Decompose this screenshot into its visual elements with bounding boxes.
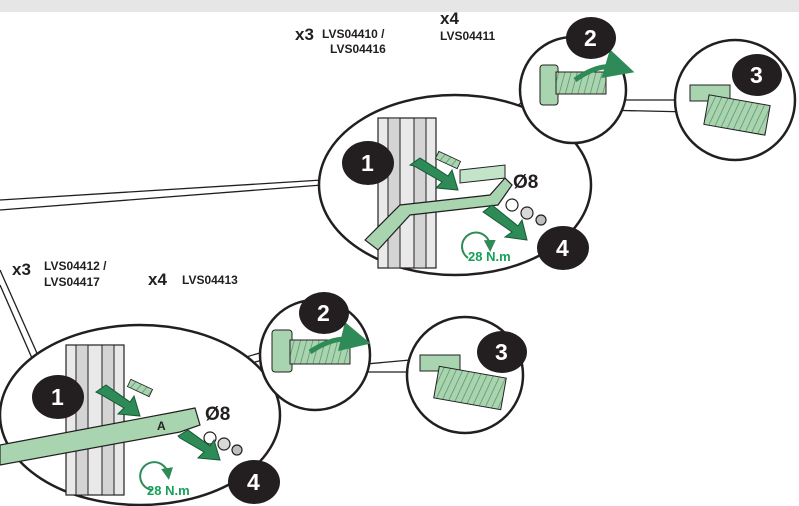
bar-marker-label: A <box>157 419 166 433</box>
bottom-insert-arrows <box>95 384 221 461</box>
bottom-part-a-line2: LVS04417 <box>44 275 100 289</box>
bottom-torque-label: 28 N.m <box>147 483 190 498</box>
top-detail-step2 <box>518 35 635 145</box>
top-step-4-number: 4 <box>556 235 569 261</box>
top-detail-step3 <box>673 38 797 162</box>
top-insert-arrows <box>408 157 528 241</box>
top-diameter-label: Ø8 <box>513 172 538 193</box>
top-qty-b: x4 <box>440 9 459 28</box>
bottom-step-2-number: 2 <box>317 300 330 326</box>
bottom-detail-step2 <box>258 298 372 412</box>
top-torque-rotation-arrow <box>461 231 496 259</box>
top-part-a-line2: LVS04416 <box>330 42 386 56</box>
top-part-b: LVS04411 <box>440 29 495 43</box>
bottom-step-badge-4 <box>228 460 280 504</box>
bottom-torque-rotation-arrow <box>139 461 173 491</box>
bottom-step-badge-3 <box>477 331 527 373</box>
step-badges <box>32 17 782 504</box>
bottom-step-badge-2 <box>299 292 349 334</box>
top-part-a-line1: LVS04410 / <box>322 27 385 41</box>
top-step-2-number: 2 <box>584 25 597 51</box>
top-step-badge-2 <box>566 17 616 59</box>
bottom-diameter-label: Ø8 <box>205 404 230 425</box>
bottom-part-b: LVS04413 <box>182 273 238 287</box>
top-step-3-number: 3 <box>750 62 763 88</box>
bottom-step-1-number: 1 <box>51 384 64 410</box>
top-step-badge-3 <box>732 54 782 96</box>
bottom-step-badge-1 <box>32 375 84 419</box>
top-step-badge-1 <box>342 141 394 185</box>
bottom-qty-b: x4 <box>148 270 167 289</box>
bottom-qty-a: x3 <box>12 260 31 279</box>
bottom-part-a-line1: LVS04412 / <box>44 259 107 273</box>
bottom-step-4-number: 4 <box>247 469 260 495</box>
top-step-1-number: 1 <box>361 150 374 176</box>
top-toolbar-strip <box>0 0 799 12</box>
bottom-step-3-number: 3 <box>495 339 508 365</box>
top-step-badge-4 <box>537 226 589 270</box>
top-torque-label: 28 N.m <box>468 249 511 264</box>
top-qty-a: x3 <box>295 25 314 44</box>
